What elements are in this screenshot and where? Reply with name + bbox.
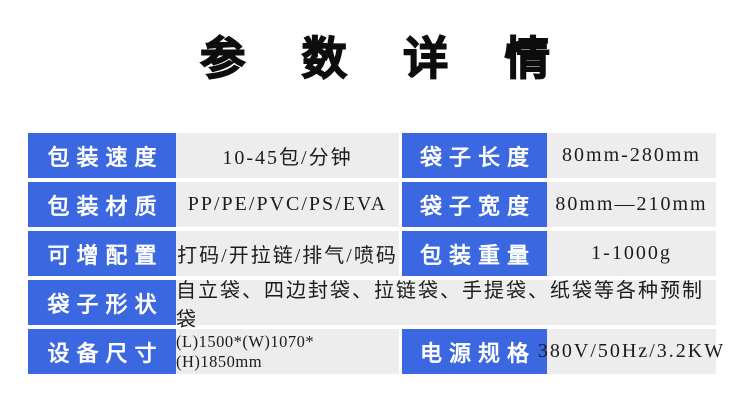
page-title: 参 数 详 情 (199, 32, 572, 85)
spec-label-bag-width: 袋子宽度 (402, 182, 547, 227)
spec-value-bag-length: 80mm-280mm (547, 133, 716, 178)
spec-value-packing-material: PP/PE/PVC/PS/EVA (176, 182, 399, 227)
spec-value-machine-size: (L)1500*(W)1070*(H)1850mm (176, 329, 399, 374)
table-row: 包装材质 PP/PE/PVC/PS/EVA 袋子宽度 80mm—210mm (28, 182, 716, 227)
spec-value-bag-shape: 自立袋、四边封袋、拉链袋、手提袋、纸袋等各种预制袋 (176, 280, 716, 331)
spec-label-bag-shape: 袋子形状 (28, 280, 176, 325)
spec-label-packing-material: 包装材质 (28, 182, 176, 227)
spec-label-packing-weight: 包装重量 (402, 231, 547, 276)
spec-value-bag-width: 80mm—210mm (547, 182, 716, 227)
spec-label-power-spec: 电源规格 (402, 329, 547, 374)
spec-value-power-spec: 380V/50Hz/3.2KW (538, 329, 723, 374)
spec-label-bag-length: 袋子长度 (402, 133, 547, 178)
spec-value-packing-weight: 1-1000g (547, 231, 716, 276)
table-row: 可增配置 打码/开拉链/排气/喷码 包装重量 1-1000g (28, 231, 716, 276)
spec-label-packing-speed: 包装速度 (28, 133, 176, 178)
table-row: 设备尺寸 (L)1500*(W)1070*(H)1850mm 电源规格 380V… (28, 329, 723, 374)
spec-table: 包装速度 10-45包/分钟 袋子长度 80mm-280mm 包装材质 PP/P… (28, 133, 723, 378)
spec-label-machine-size: 设备尺寸 (28, 329, 176, 374)
spec-value-packing-speed: 10-45包/分钟 (176, 133, 399, 178)
table-row: 包装速度 10-45包/分钟 袋子长度 80mm-280mm (28, 133, 716, 178)
spec-value-optional-config: 打码/开拉链/排气/喷码 (176, 231, 399, 276)
table-row: 袋子形状 自立袋、四边封袋、拉链袋、手提袋、纸袋等各种预制袋 (28, 280, 716, 331)
spec-label-optional-config: 可增配置 (28, 231, 176, 276)
